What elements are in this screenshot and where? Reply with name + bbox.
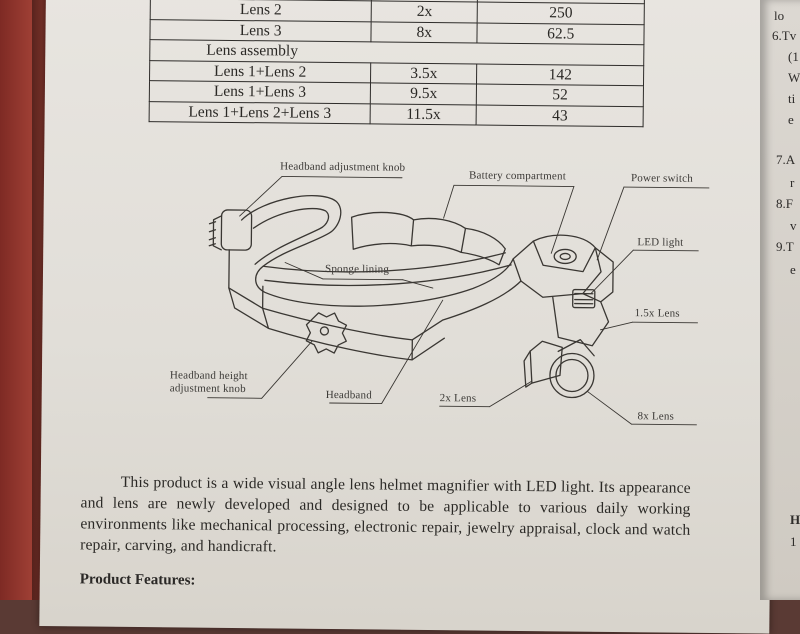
right-page-text: lo — [774, 8, 785, 23]
lens-name-cell: Lens 1+Lens 3 — [149, 80, 371, 104]
right-page-text: ti — [788, 91, 796, 106]
right-page-text: 9.T — [776, 239, 794, 254]
label-sponge-lining: Sponge lining — [324, 262, 390, 276]
manual-page: Lens 2 2x 250 Lens 3 8x 62.5 Lens assemb… — [39, 0, 776, 634]
label-power-switch: Power switch — [630, 172, 694, 185]
lens-name-cell: Lens 1+Lens 2+Lens 3 — [149, 101, 371, 124]
lens-spec-table: Lens 2 2x 250 Lens 3 8x 62.5 Lens assemb… — [149, 0, 645, 127]
right-page-text: W — [788, 70, 800, 85]
lens-name-cell: Lens 1+Lens 2 — [149, 60, 371, 83]
right-page-text: 8.F — [776, 196, 793, 211]
right-page-text: (1 — [788, 49, 799, 64]
distance-cell: 52 — [476, 84, 644, 107]
magnification-cell: 11.5x — [370, 103, 477, 126]
magnification-cell: 3.5x — [370, 62, 478, 85]
right-page-text: 7.A — [776, 152, 796, 167]
label-2x-lens: 2x Lens — [439, 392, 477, 405]
table-row: Lens 1+Lens 2+Lens 3 11.5x 43 — [149, 101, 644, 127]
label-8x-lens: 8x Lens — [637, 410, 675, 423]
magnification-cell: 8x — [371, 21, 478, 44]
lens-name-cell: Lens 2 — [150, 0, 372, 22]
adjacent-page: lo 6.Tv (1 W ti e 7.A r 8.F v 9.T e H 1 — [760, 0, 800, 600]
magnifier-line-drawing — [207, 176, 710, 426]
label-headband-height-knob-line1: Headband height — [169, 369, 248, 383]
label-headband-height-knob-line2: adjustment knob — [169, 382, 246, 396]
label-headband-adjustment-knob: Headband adjustment knob — [280, 160, 406, 174]
right-page-text: r — [790, 175, 795, 190]
magnification-cell: 9.5x — [370, 82, 477, 105]
label-headband: Headband — [325, 388, 372, 402]
magnification-cell: 2x — [371, 0, 478, 23]
right-page-text: 6.Tv — [772, 28, 797, 43]
distance-cell: 62.5 — [477, 22, 645, 45]
distance-cell: 142 — [476, 63, 644, 86]
product-features-heading: Product Features: — [79, 571, 196, 589]
right-page-text: 1 — [790, 534, 797, 549]
distance-cell: 43 — [476, 104, 644, 127]
label-1-5x-lens: 1.5x Lens — [634, 307, 680, 320]
label-led-light: LED light — [637, 236, 684, 249]
right-page-text: e — [788, 112, 794, 127]
label-battery-compartment: Battery compartment — [468, 169, 567, 183]
lens-name-cell: Lens 3 — [149, 19, 372, 42]
right-page-text: H — [790, 512, 800, 527]
product-description: This product is a wide visual angle lens… — [80, 473, 691, 556]
right-page-text: v — [790, 218, 797, 233]
right-page-text: e — [790, 262, 796, 277]
magnifier-diagram: Headband adjustment knob Battery compart… — [111, 157, 734, 443]
distance-cell: 250 — [477, 2, 645, 25]
